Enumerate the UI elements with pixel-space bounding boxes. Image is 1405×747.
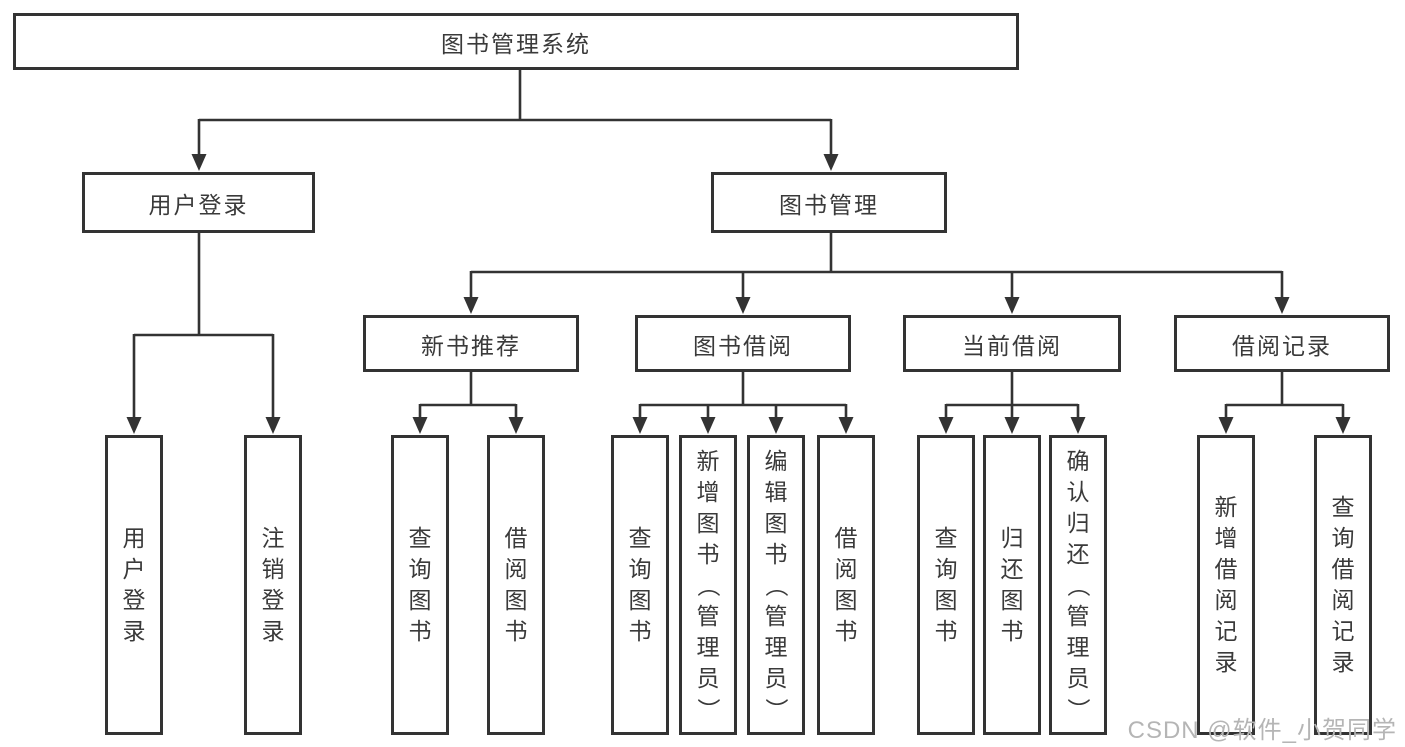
node-book-borrow: 图书借阅 [635,315,851,372]
node-user-login: 用户登录 [82,172,315,233]
leaf-borrow-edit-books-admin: 编辑图书（管理员） [747,435,805,735]
leaf-current-confirm-return-admin: 确认归还（管理员） [1049,435,1107,735]
leaf-record-add-borrow-record: 新增借阅记录 [1197,435,1255,735]
node-borrow-record: 借阅记录 [1174,315,1390,372]
leaf-borrow-borrow-books: 借阅图书 [817,435,875,735]
csdn-watermark: CSDN @软件_小贺同学 [1127,717,1397,744]
node-current-borrow: 当前借阅 [903,315,1121,372]
leaf-logout: 注销登录 [244,435,302,735]
leaf-recommend-borrow-books: 借阅图书 [487,435,545,735]
node-book-management: 图书管理 [711,172,947,233]
node-new-book-recommend: 新书推荐 [363,315,579,372]
leaf-record-query-borrow-record: 查询借阅记录 [1314,435,1372,735]
leaf-current-query-books: 查询图书 [917,435,975,735]
node-root: 图书管理系统 [13,13,1019,70]
leaf-current-return-books: 归还图书 [983,435,1041,735]
leaf-recommend-query-books: 查询图书 [391,435,449,735]
leaf-user-login: 用户登录 [105,435,163,735]
leaf-borrow-query-books: 查询图书 [611,435,669,735]
leaf-borrow-add-books-admin: 新增图书（管理员） [679,435,737,735]
